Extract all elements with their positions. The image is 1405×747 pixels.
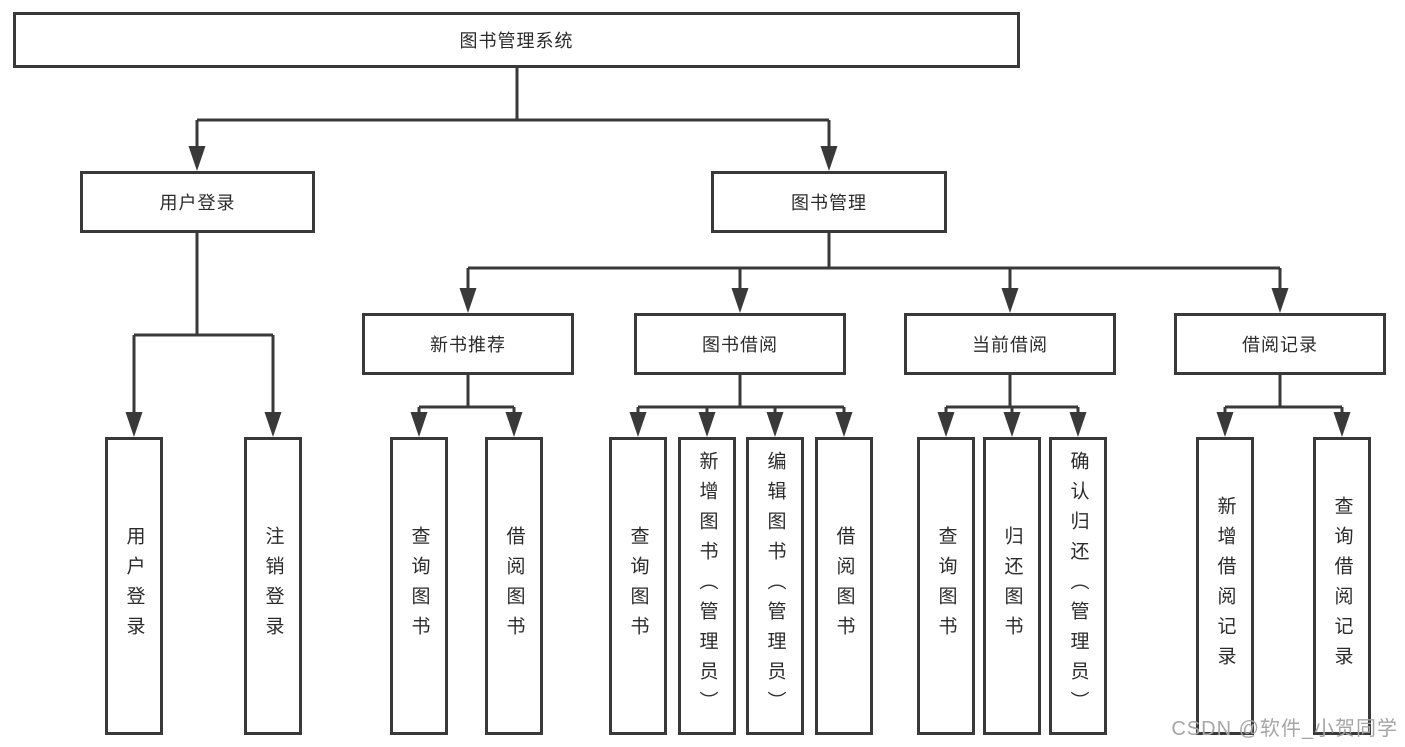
connector-root-to-level2 [188,68,838,171]
node-label: 当前借阅 [972,335,1048,355]
arrow-down-icon [835,412,853,437]
leaf-label: 注销登录 [262,526,284,646]
connector-new-book-recommend [410,375,523,437]
node-label: 借阅记录 [1242,335,1318,355]
leaf-records-add-record: 新增借阅记录 [1196,437,1254,735]
leaf-logout: 注销登录 [244,437,302,735]
arrow-down-icon [731,288,749,313]
arrow-down-icon [1271,288,1289,313]
leaf-borrow-query-books: 查询图书 [609,437,667,735]
node-borrow-records: 借阅记录 [1174,313,1386,375]
leaf-user-login: 用户登录 [105,437,163,735]
leaf-label: 查询图书 [935,526,957,646]
leaf-label: 查询借阅记录 [1331,496,1353,676]
connector-book-borrow [629,375,853,437]
leaf-borrow-borrow-books: 借阅图书 [815,437,873,735]
leaf-label: 用户登录 [123,526,145,646]
arrow-down-icon [698,412,716,437]
leaf-records-query-record: 查询借阅记录 [1313,437,1371,735]
node-label: 图书借阅 [702,335,778,355]
connector-book-management-branch [459,233,1289,313]
arrow-down-icon [410,412,428,437]
node-book-management-branch: 图书管理 [711,171,947,233]
connector-user-login-branch [125,233,282,437]
arrow-down-icon [459,288,477,313]
leaf-borrow-add-books-admin: 新增图书（管理员） [678,437,736,735]
arrow-down-icon [188,146,206,171]
arrow-down-icon [766,412,784,437]
arrow-down-icon [1069,412,1087,437]
node-root-label: 图书管理系统 [459,31,574,51]
leaf-label: 查询图书 [408,526,430,646]
leaf-recommend-borrow-books: 借阅图书 [485,437,543,735]
arrow-down-icon [125,412,143,437]
node-book-borrow: 图书借阅 [634,313,846,375]
node-user-login-branch: 用户登录 [80,171,315,233]
node-current-borrow: 当前借阅 [904,313,1116,375]
leaf-current-return-books: 归还图书 [983,437,1041,735]
node-label: 新书推荐 [430,335,506,355]
arrow-down-icon [505,412,523,437]
arrow-down-icon [937,412,955,437]
arrow-down-icon [1001,288,1019,313]
leaf-recommend-query-books: 查询图书 [390,437,448,735]
node-new-book-recommend: 新书推荐 [362,313,574,375]
arrow-down-icon [820,146,838,171]
leaf-current-query-books: 查询图书 [917,437,975,735]
leaf-label: 查询图书 [627,526,649,646]
connector-current-borrow [937,375,1087,437]
leaf-borrow-edit-books-admin: 编辑图书（管理员） [746,437,804,735]
node-root: 图书管理系统 [13,12,1020,68]
connector-borrow-records [1216,375,1351,437]
node-label: 用户登录 [159,193,236,213]
arrow-down-icon [1003,412,1021,437]
arrow-down-icon [1333,412,1351,437]
leaf-label: 新增借阅记录 [1214,496,1236,676]
leaf-current-confirm-return-admin: 确认归还（管理员） [1049,437,1107,735]
arrow-down-icon [1216,412,1234,437]
leaf-label: 确认归还（管理员） [1067,451,1089,721]
leaf-label: 归还图书 [1001,526,1023,646]
leaf-label: 借阅图书 [833,526,855,646]
leaf-label: 新增图书（管理员） [696,451,718,721]
arrow-down-icon [629,412,647,437]
node-label: 图书管理 [791,193,867,213]
leaf-label: 编辑图书（管理员） [764,451,786,721]
arrow-down-icon [264,412,282,437]
leaf-label: 借阅图书 [503,526,525,646]
